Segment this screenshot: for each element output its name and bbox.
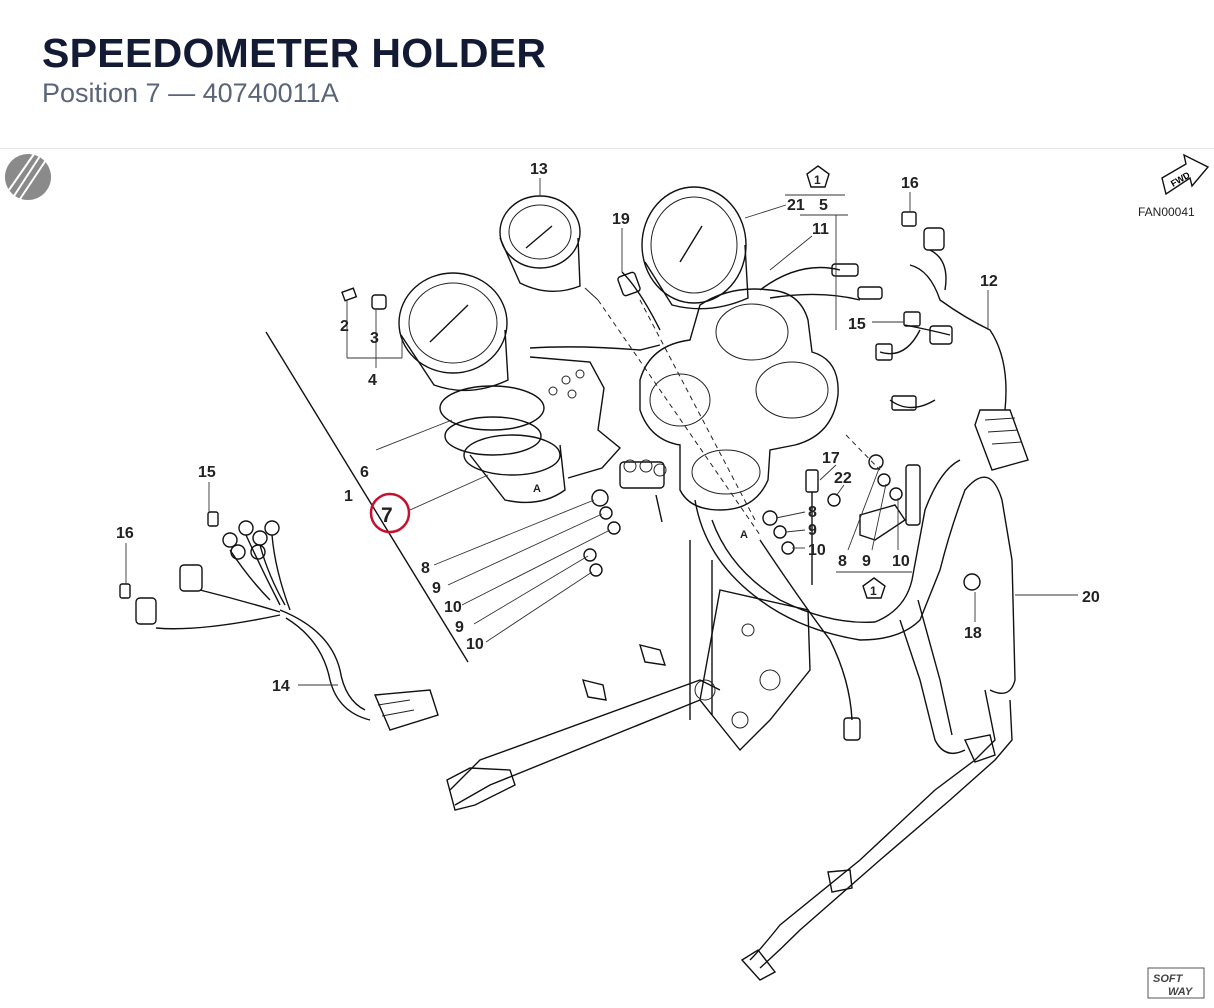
callout-9-left-b: 9 <box>455 619 464 636</box>
callout-17: 17 <box>822 450 840 467</box>
callout-9-bottom: 9 <box>862 553 871 570</box>
highlight-ring <box>369 492 411 534</box>
group-separator-line <box>265 331 469 663</box>
callout-7-highlighted: 7 <box>381 504 393 527</box>
left-gauge-assembly <box>341 272 622 504</box>
callout-14: 14 <box>272 678 290 695</box>
callout-8-bottom: 8 <box>838 553 847 570</box>
exploded-parts-diagram: FWD FAN00041 <box>0 148 1214 1003</box>
callout-8-left: 8 <box>421 560 430 577</box>
letter-a-left: A <box>533 483 541 495</box>
callout-10-left-b: 10 <box>466 636 484 653</box>
callout-16-left: 16 <box>116 525 134 542</box>
callout-16-top: 16 <box>901 175 919 192</box>
svg-text:1: 1 <box>814 173 821 187</box>
cable-19 <box>617 271 661 331</box>
page-header: SPEEDOMETER HOLDER Position 7 — 40740011… <box>0 0 1214 149</box>
forward-arrow-icon: FWD <box>1161 153 1210 196</box>
callout-5: 5 <box>819 197 828 214</box>
callout-3: 3 <box>370 330 379 347</box>
diagram-canvas: FWD FAN00041 <box>5 153 1210 999</box>
callout-6: 6 <box>360 464 369 481</box>
callout-10-right: 10 <box>808 542 826 559</box>
page-title: SPEEDOMETER HOLDER <box>42 30 547 76</box>
callout-11: 11 <box>812 221 829 238</box>
page-subtitle: Position 7 — 40740011A <box>42 78 339 108</box>
callout-labels: 13 19 21 5 11 16 12 15 2 3 4 6 1 7 8 9 1… <box>116 161 1100 695</box>
left-mount-hardware <box>583 489 621 577</box>
svg-text:1: 1 <box>870 584 877 598</box>
callout-1: 1 <box>344 488 353 505</box>
diagram-code: FAN00041 <box>1138 205 1195 219</box>
instrument-holder <box>529 288 881 536</box>
callout-4: 4 <box>368 372 377 389</box>
callout-12: 12 <box>980 273 998 290</box>
callout-13: 13 <box>530 161 548 178</box>
svg-text:SOFT: SOFT <box>1153 973 1184 985</box>
brand-logo-icon <box>5 153 51 200</box>
callout-20: 20 <box>1082 589 1100 606</box>
softway-watermark-logo: SOFT WAY <box>1147 967 1205 999</box>
wiring-harness-12 <box>759 211 1029 471</box>
callout-15-top: 15 <box>848 316 866 333</box>
connector-block <box>619 459 667 523</box>
callout-10-left-a: 10 <box>444 599 462 616</box>
note-marker-top: 1 <box>806 165 830 188</box>
svg-text:WAY: WAY <box>1168 986 1194 998</box>
callout-18: 18 <box>964 625 982 642</box>
callout-22: 22 <box>834 470 852 487</box>
callout-9-left-a: 9 <box>432 580 441 597</box>
letter-a-right: A <box>740 529 748 541</box>
small-gauge-13 <box>499 195 599 301</box>
subframe-20 <box>446 459 1016 981</box>
speedometer-cable <box>759 539 861 741</box>
callout-21: 21 <box>787 197 805 214</box>
callout-19: 19 <box>612 211 630 228</box>
callout-9-right: 9 <box>808 522 817 539</box>
note-marker-bottom: 1 <box>862 577 886 599</box>
wiring-harness-14 <box>119 511 439 731</box>
callout-2: 2 <box>340 318 349 335</box>
callout-15-left: 15 <box>198 464 216 481</box>
leader-lines <box>125 178 1078 686</box>
callout-10-bottom: 10 <box>892 553 910 570</box>
callout-8-right: 8 <box>808 504 817 521</box>
right-gauge-21 <box>641 186 749 310</box>
right-mount-hardware <box>762 454 981 591</box>
